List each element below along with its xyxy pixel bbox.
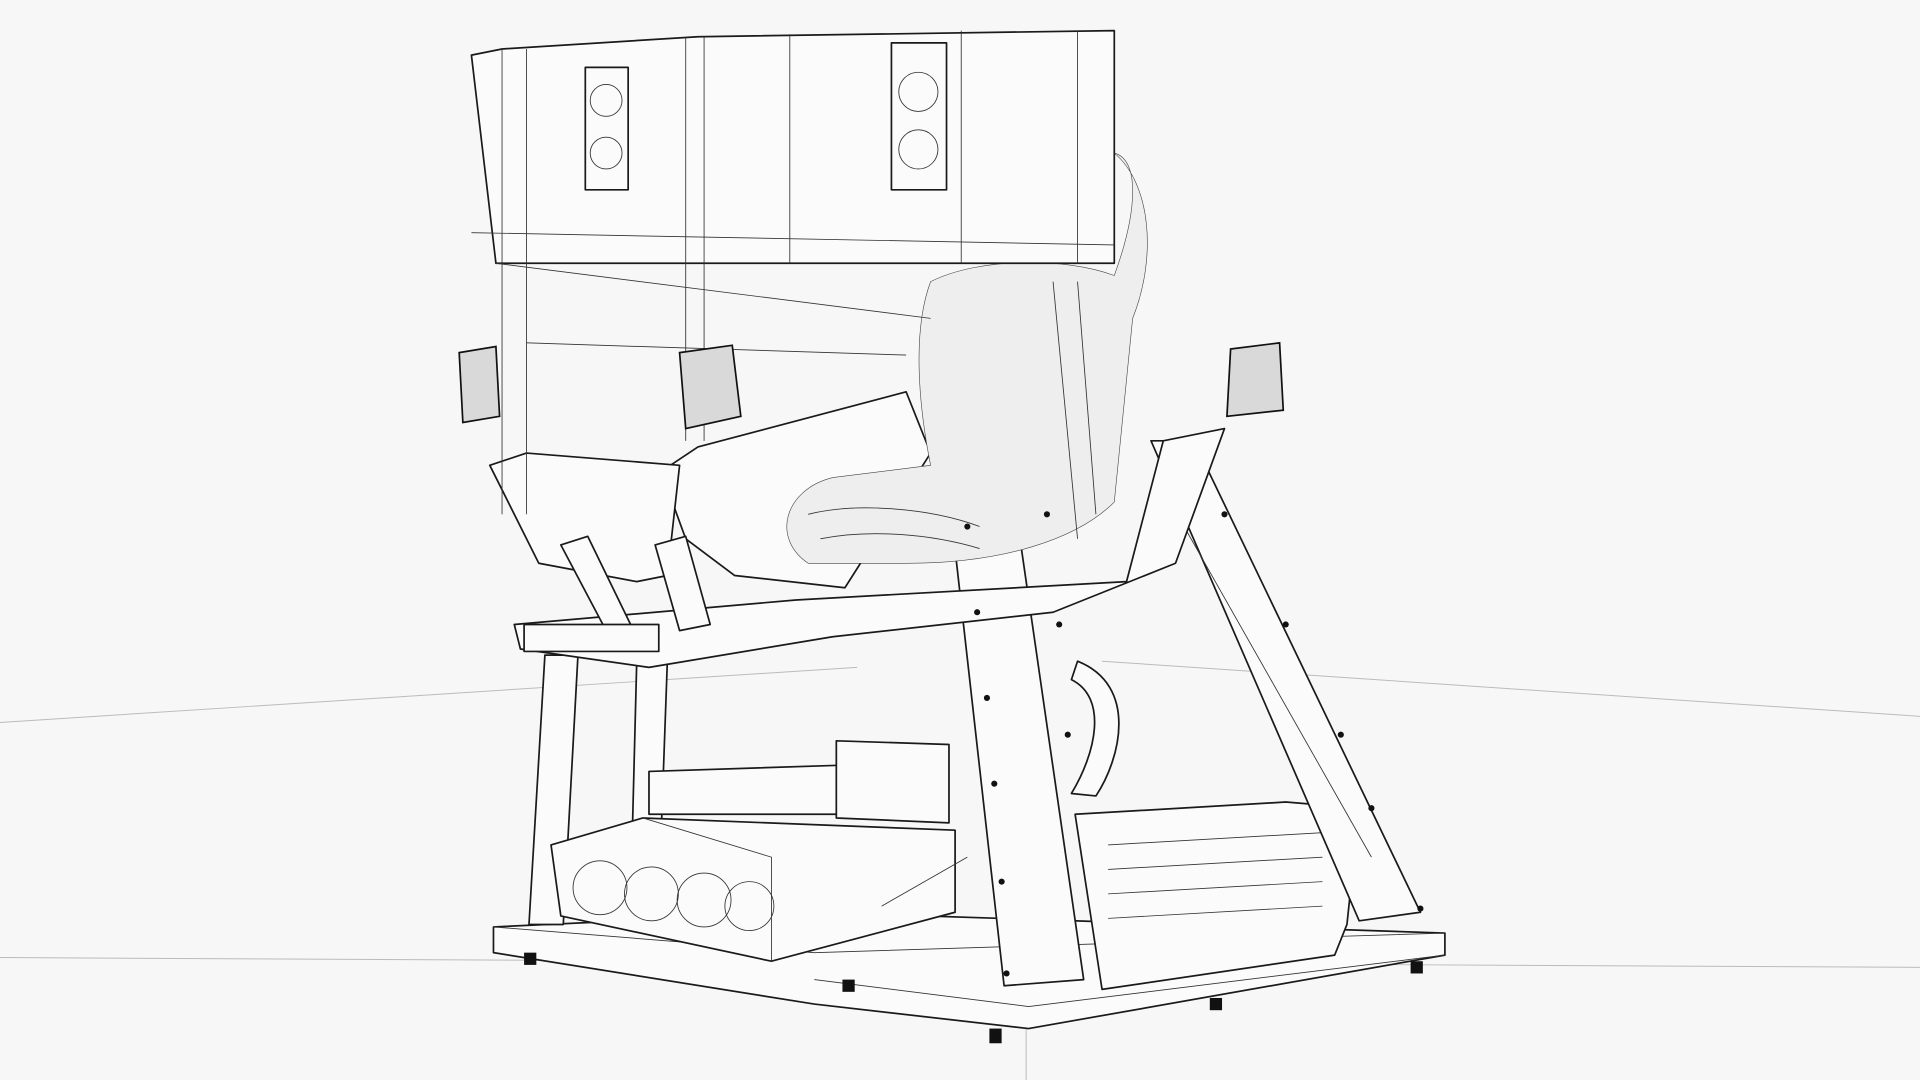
pedals [523, 535, 712, 653]
rivets [964, 511, 1424, 977]
fan-stacks [584, 41, 948, 191]
speakers [458, 341, 1285, 430]
racing-seat [786, 152, 1148, 564]
upper-frame [470, 29, 1116, 515]
fan-box [550, 817, 968, 963]
seat-hose [1070, 660, 1120, 797]
rear-vent-panel [1074, 801, 1361, 991]
